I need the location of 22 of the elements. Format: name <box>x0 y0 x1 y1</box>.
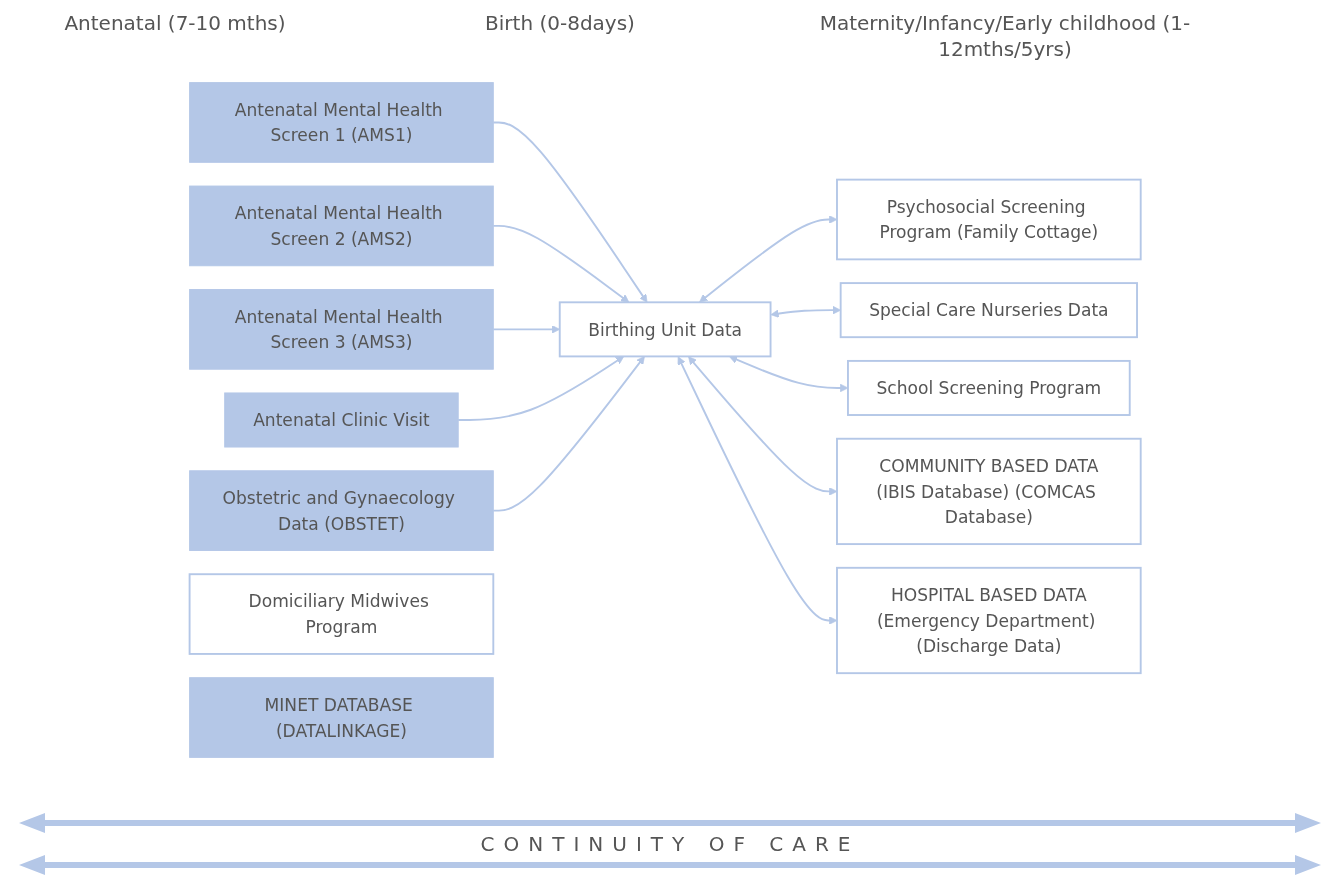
node-box: Birthing Unit Data <box>558 301 772 358</box>
node-box: Special Care Nurseries Data <box>839 282 1138 339</box>
node-box: MINET DATABASE (DATALINKAGE) <box>188 677 494 758</box>
node-box: Antenatal Mental Health Screen 1 (AMS1) <box>188 82 494 163</box>
node-box: Obstetric and Gynaecology Data (OBSTET) <box>188 470 494 551</box>
node-box: Domiciliary Midwives Program <box>188 573 495 655</box>
phase-heading: Birth (0-8days) <box>484 10 636 36</box>
node-box: HOSPITAL BASED DATA (Emergency Department) (Discharge Data) <box>835 566 1142 675</box>
node-box: Psychosocial Screening Program (Family Cottage) <box>835 178 1142 261</box>
arrow <box>770 305 841 318</box>
node-box: Antenatal Mental Health Screen 2 (AMS2) <box>188 185 494 267</box>
phase-heading: Antenatal (7-10 mths) <box>63 10 287 36</box>
node-box: Antenatal Clinic Visit <box>224 392 459 448</box>
arrow <box>492 356 645 512</box>
phase-heading: Maternity/Infancy/Early childhood (1-12mths/5yrs) <box>818 10 1192 62</box>
arrow <box>492 325 560 334</box>
arrow <box>492 121 648 303</box>
node-box: School Screening Program <box>846 359 1131 416</box>
node-box: Antenatal Mental Health Screen 3 (AMS3) <box>188 289 494 370</box>
arrow <box>457 356 624 421</box>
arrow <box>492 224 630 303</box>
node-box: COMMUNITY BASED DATA (IBIS Database) (COMCAS Database) <box>835 437 1142 546</box>
